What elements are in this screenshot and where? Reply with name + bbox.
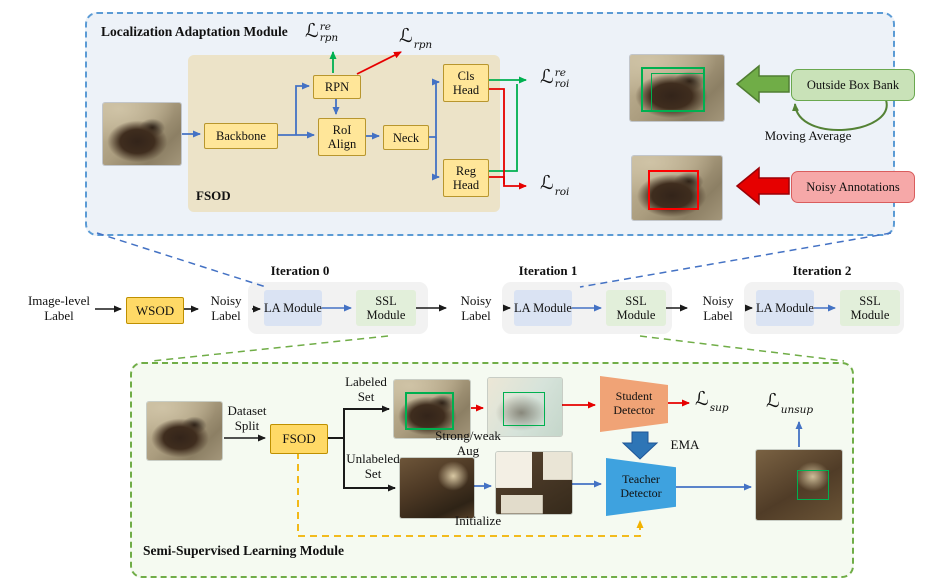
augmented-dog-photo <box>488 378 562 436</box>
ssl-module-2: SSL Module <box>840 290 900 326</box>
la-module-2: LA Module <box>756 290 814 326</box>
noisy-annotations-chip: Noisy Annotations <box>791 171 915 203</box>
iteration-2-title: Iteration 2 <box>792 263 852 278</box>
unlabeled-set-label: Unlabeled Set <box>346 451 400 482</box>
labeled-set-label: Labeled Set <box>345 374 387 405</box>
wsod-box: WSOD <box>126 297 184 324</box>
loss-symbol: ℒ <box>695 388 709 410</box>
dataset-dog-photo <box>147 402 222 460</box>
loss-symbol: ℒ <box>399 25 413 47</box>
reg-head-node: Reg Head <box>443 159 489 197</box>
labeled-dog-photo <box>394 380 470 438</box>
neck-node: Neck <box>383 125 429 150</box>
unlabeled-room-photo <box>400 458 474 518</box>
prediction-photo <box>756 450 842 520</box>
strong-weak-aug-label: Strong/weak Aug <box>435 428 501 459</box>
green-bounding-box <box>502 391 546 426</box>
noisy-label-1: Noisy Label <box>460 293 492 324</box>
iteration-0-title: Iteration 0 <box>270 263 330 278</box>
dashed-link-ssl-right <box>639 335 845 362</box>
la-module-1: LA Module <box>514 290 572 326</box>
loss-sup: re <box>319 21 331 33</box>
ema-label: EMA <box>670 437 700 452</box>
lam-title: Localization Adaptation Module <box>101 24 288 39</box>
roi-align-node: RoI Align <box>318 118 366 156</box>
loss-sub: roi <box>554 78 570 91</box>
cls-head-node: Cls Head <box>443 64 489 102</box>
ssl-module-1: SSL Module <box>606 290 666 326</box>
loss-sub: sup <box>709 402 729 414</box>
loss-symbol: ℒ <box>766 390 780 412</box>
green-bounding-box <box>797 469 829 500</box>
input-dog-photo <box>103 103 181 165</box>
loss-symbol: ℒ <box>540 66 554 88</box>
teacher-detector: Teacher Detector <box>606 458 676 516</box>
ssl-panel-title: Semi-Supervised Learning Module <box>143 543 345 558</box>
loss-sup: re <box>554 67 566 79</box>
backbone-node: Backbone <box>204 123 278 149</box>
masked-room-photo <box>496 452 572 514</box>
outside-box-bank-chip: Outside Box Bank <box>791 69 915 101</box>
rpn-node: RPN <box>313 75 361 99</box>
refined-boxes-dog-photo <box>630 55 724 121</box>
loss-symbol: ℒ <box>540 172 554 194</box>
moving-average-label: Moving Average <box>764 128 852 143</box>
iteration-1-title: Iteration 1 <box>518 263 578 278</box>
green-bounding-box <box>404 391 455 431</box>
dataset-split-label: Dataset Split <box>227 403 267 434</box>
dashed-link-ssl-left <box>151 335 389 362</box>
la-module-0: LA Module <box>264 290 322 326</box>
loss-sub: rpn <box>413 39 433 51</box>
red-bounding-box <box>648 170 699 210</box>
green-bounding-box-2 <box>650 73 706 112</box>
initialize-label: Initialize <box>454 513 502 528</box>
ssl-module-0: SSL Module <box>356 290 416 326</box>
loss-symbol: ℒ <box>305 20 319 42</box>
noisy-label-2: Noisy Label <box>702 293 734 324</box>
fsod-box: FSOD <box>270 424 328 454</box>
loss-sub: unsup <box>780 404 814 416</box>
dashed-link-lam-left <box>96 232 267 288</box>
loss-sub: roi <box>554 186 570 198</box>
noisy-box-dog-photo <box>632 156 722 220</box>
noisy-label-0: Noisy Label <box>210 293 242 324</box>
fsod-label: FSOD <box>196 188 231 203</box>
image-level-label: Image-level Label <box>27 293 91 324</box>
student-detector: Student Detector <box>600 376 668 432</box>
loss-sub: rpn <box>319 32 339 45</box>
